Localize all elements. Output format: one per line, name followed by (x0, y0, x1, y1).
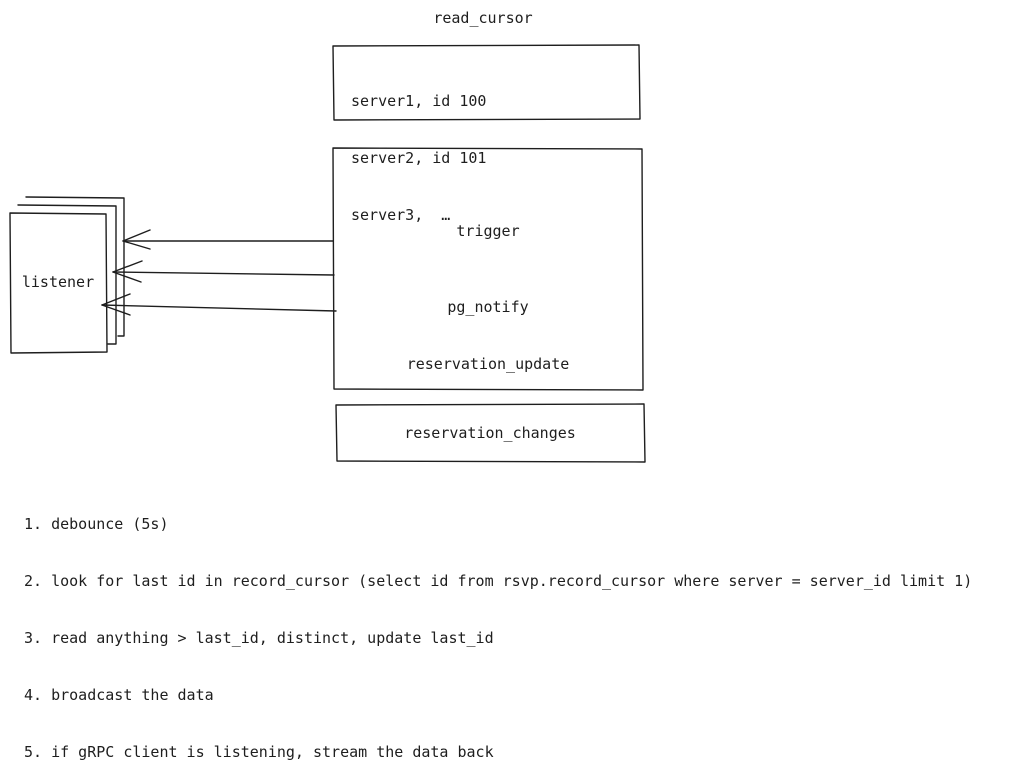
reservation-changes-label: reservation_changes (404, 424, 576, 442)
read-cursor-title: read_cursor (433, 9, 533, 27)
notify-arrow-1 (122, 229, 334, 250)
notify-line: pg_notify (447, 298, 529, 316)
cursor-entry: server1, id 100 (351, 92, 487, 110)
reservation-changes-box (335, 403, 646, 463)
step-item: 4. broadcast the data (24, 686, 214, 704)
step-item: 3. read anything > last_id, distinct, up… (24, 629, 494, 647)
trigger-box (332, 147, 644, 391)
step-item: 5. if gRPC client is listening, stream t… (24, 743, 494, 761)
step-item: 1. debounce (5s) (24, 515, 169, 533)
cursor-entry: server2, id 101 (351, 149, 487, 167)
steps-list: 1. debounce (5s) 2. look for last id in … (24, 477, 972, 781)
trigger-label: trigger (456, 222, 520, 240)
pg-notify-text: pg_notify reservation_update (334, 260, 642, 393)
notify-line: reservation_update (406, 355, 570, 373)
read-cursor-box (332, 44, 641, 121)
diagram-canvas (9, 44, 646, 463)
listener-label: listener (21, 273, 95, 291)
listener-stack-back (25, 196, 125, 337)
listener-box (9, 212, 108, 354)
notify-arrow-3 (101, 293, 337, 316)
notify-arrow-2 (112, 260, 335, 283)
cursor-entry: server3, … (351, 206, 451, 224)
read-cursor-entries: server1, id 100 server2, id 101 server3,… (351, 54, 486, 244)
listener-stack-middle (17, 204, 117, 345)
